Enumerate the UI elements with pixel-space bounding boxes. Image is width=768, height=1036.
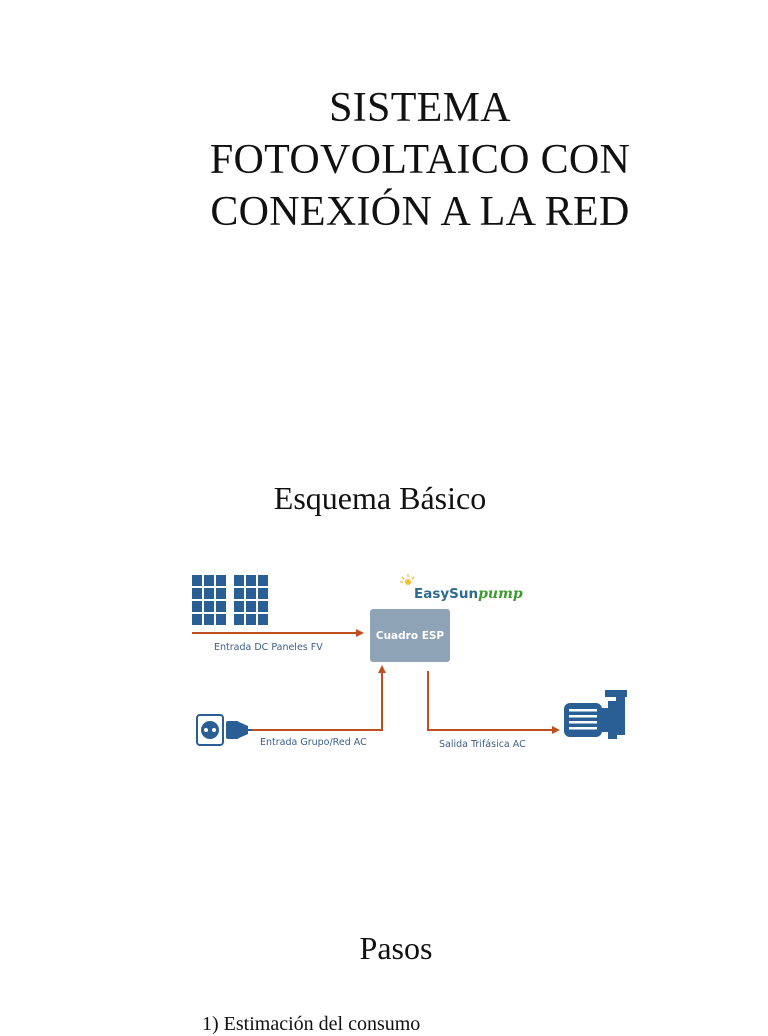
brand-logo: EasySunpump xyxy=(414,586,523,602)
label-dc-input: Entrada DC Paneles FV xyxy=(214,642,323,653)
label-output: Salida Trifásica AC xyxy=(439,739,526,750)
brand-part-2: pump xyxy=(478,586,523,602)
pump-motor-icon xyxy=(564,690,627,739)
steps-list-item: 1) Estimación del consumo xyxy=(202,1013,421,1035)
solar-panel-icon xyxy=(192,575,268,625)
brand-part-1: EasySun xyxy=(414,586,478,602)
control-box-label: Cuadro ESP xyxy=(376,630,445,642)
control-box xyxy=(370,609,450,662)
title-line-3: CONEXIÓN A LA RED xyxy=(210,189,630,235)
section-heading-pasos: Pasos xyxy=(359,930,433,966)
power-socket-icon xyxy=(196,714,224,746)
section-heading-esquema: Esquema Básico xyxy=(273,480,487,516)
arrow-ac-input xyxy=(252,665,386,731)
arrow-output xyxy=(427,671,560,734)
title-line-1: SISTEMA xyxy=(329,85,511,131)
sun-icon xyxy=(400,574,415,585)
label-ac-input: Entrada Grupo/Red AC xyxy=(260,737,367,748)
document-title: SISTEMA FOTOVOLTAICO CON CONEXIÓN A LA R… xyxy=(130,82,710,238)
plug-icon xyxy=(226,721,252,739)
system-diagram: Entrada DC Paneles FV EasySunpump Cuadro… xyxy=(192,574,627,750)
title-line-2: FOTOVOLTAICO CON xyxy=(209,137,631,183)
